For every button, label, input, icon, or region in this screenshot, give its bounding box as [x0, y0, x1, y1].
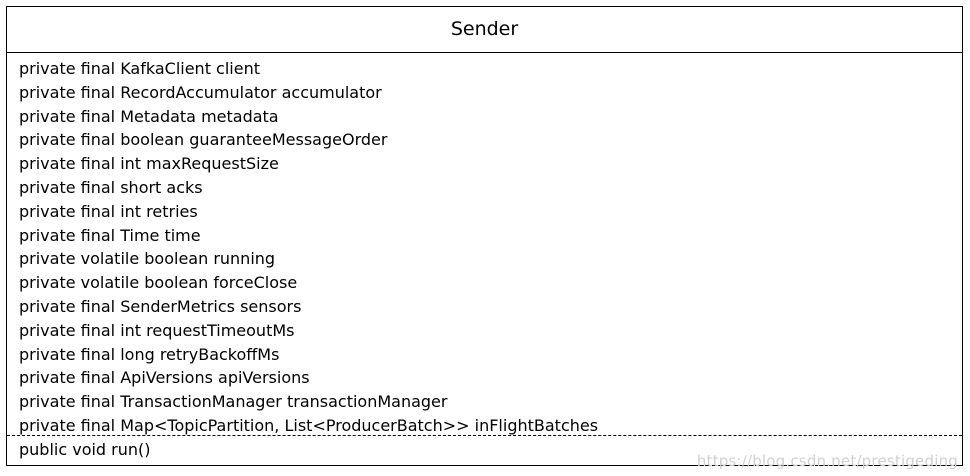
- attribute: private final short acks: [19, 177, 203, 197]
- attribute: private final Map<TopicPartition, List<P…: [19, 415, 599, 435]
- attribute: private final KafkaClient client: [19, 59, 260, 78]
- watermark: https://blog.csdn.net/prestigeding: [696, 452, 958, 470]
- attribute: private final int retries: [19, 201, 198, 221]
- attribute: private final Time time: [19, 225, 201, 245]
- uml-class-box: Sender private final KafkaClient client …: [6, 6, 963, 466]
- attribute: private final int maxRequestSize: [19, 154, 279, 174]
- attribute: private final ApiVersions apiVersions: [19, 368, 310, 388]
- attribute: private final long retryBackoffMs: [19, 344, 280, 364]
- attribute: private final SenderMetrics sensors: [19, 296, 302, 316]
- attributes-compartment: private final KafkaClient client private…: [7, 53, 962, 436]
- attribute: private final int requestTimeoutMs: [19, 320, 295, 340]
- attribute: private final boolean guaranteeMessageOr…: [19, 130, 388, 150]
- method: public void run(): [19, 440, 151, 459]
- attribute: private final RecordAccumulator accumula…: [19, 82, 382, 102]
- attribute: private final TransactionManager transac…: [19, 392, 448, 412]
- class-name-compartment: Sender: [7, 7, 962, 53]
- attribute: private final Metadata metadata: [19, 106, 279, 126]
- class-name: Sender: [450, 18, 519, 40]
- attribute: private volatile boolean forceClose: [19, 273, 298, 293]
- attribute: private volatile boolean running: [19, 249, 276, 269]
- methods-compartment: public void run(): [7, 436, 962, 462]
